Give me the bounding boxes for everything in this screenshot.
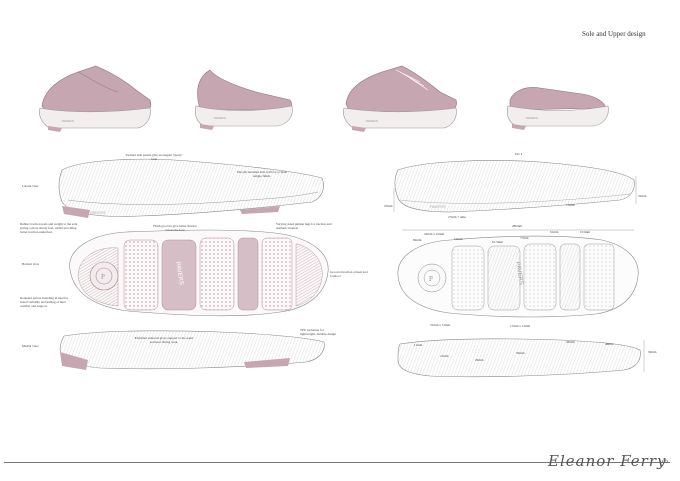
note-rubber: Rubber traction pads add weight to the s… <box>20 222 78 234</box>
tech-logo: P <box>429 275 433 283</box>
dim-17x12: 17mm x 12mm <box>510 324 531 328</box>
bottom-sole: P PAVERS <box>69 229 329 317</box>
dim-15mm: 15mm <box>566 203 575 207</box>
medial-sole <box>59 330 325 370</box>
note-swirl: Swirled side panels give an elegant 'spo… <box>125 153 183 161</box>
shoe-4-brand: PAVERS <box>526 116 538 120</box>
footer-rule <box>4 462 670 463</box>
dim-46mm: 46mm <box>605 342 614 346</box>
tech-size: UK 4 <box>515 152 523 156</box>
label-bottom-view: Bottom view <box>22 262 40 266</box>
label-medial-view: Medial view <box>22 344 39 348</box>
shoe-mule: PAVERS <box>506 87 609 130</box>
dim-45mm: 45mm <box>566 340 575 344</box>
tech-bottom: P PAVERS <box>397 229 639 318</box>
dim-29mm: 29mm <box>475 358 484 362</box>
dim-61mm: 61mm <box>550 230 559 234</box>
dim-24x22: 24mm x 22mm <box>424 232 445 236</box>
shoe-3-brand: PAVERS <box>366 119 378 123</box>
dim-77mm: 77mm <box>520 236 529 240</box>
bottom-brand: PAVERS <box>174 261 184 285</box>
shoe-sport: PAVERS <box>343 65 457 132</box>
signature-mark: ꝏ <box>662 459 669 465</box>
dim-101mm: 101mm <box>580 230 591 234</box>
shoe-slip-on: PAVERS <box>194 69 293 130</box>
dim-280mm: 280mm <box>512 224 523 228</box>
note-flush: Flush grooves give better flexion across… <box>153 224 197 232</box>
tech-lateral-brand: PAVERS <box>430 204 446 209</box>
lateral-sole: PAVERS <box>58 158 324 218</box>
tech-lateral: PAVERS <box>393 160 637 213</box>
dim-50mm: 50mm <box>516 351 525 355</box>
note-smooth: Smooth bevelled side wall for a clean, s… <box>236 170 288 178</box>
dim-82mm: 82mm <box>413 238 422 242</box>
shoe-lace-up: PAVERS <box>39 65 152 132</box>
bottom-logo: P <box>101 273 105 281</box>
label-lateral-view: Lateral view <box>22 184 39 188</box>
note-extended: Extended sidewall gives support to the w… <box>134 336 194 344</box>
tech-medial <box>397 338 645 378</box>
note-rounded: Rounded pavers branding in heel for bran… <box>20 296 69 308</box>
note-grooved: Grooved traction at heel and forefoot <box>330 270 368 278</box>
tech-bottom-brand: PAVERS <box>514 261 524 285</box>
dim-11mm: 11mm <box>414 343 423 347</box>
page-title: Sole and Upper design <box>582 30 646 38</box>
dim-25mm: 25mm <box>384 204 393 208</box>
shoe-1-brand: PAVERS <box>62 119 74 123</box>
note-tpu: TPU inclusion for lightweight, durable d… <box>300 328 336 336</box>
dim-27mm: 27mm + 4mu <box>448 215 466 219</box>
designer-signature: Eleanor Ferry <box>548 452 667 470</box>
note-varying: Varying sized pimple lugs for traction a… <box>276 222 332 230</box>
dim-31x31: 31mm x 31mm <box>430 323 451 327</box>
dim-32mm: 32mm <box>638 194 647 198</box>
shoe-2-brand: PAVERS <box>214 116 226 120</box>
dim-21mm: 21mm <box>440 354 449 358</box>
dim-10mm: 10mm <box>454 237 463 241</box>
dim-30mm: 30mm <box>648 350 657 354</box>
lateral-brand: PAVERS <box>90 210 106 215</box>
dim-61-5mm: 61.5mm <box>492 240 503 244</box>
